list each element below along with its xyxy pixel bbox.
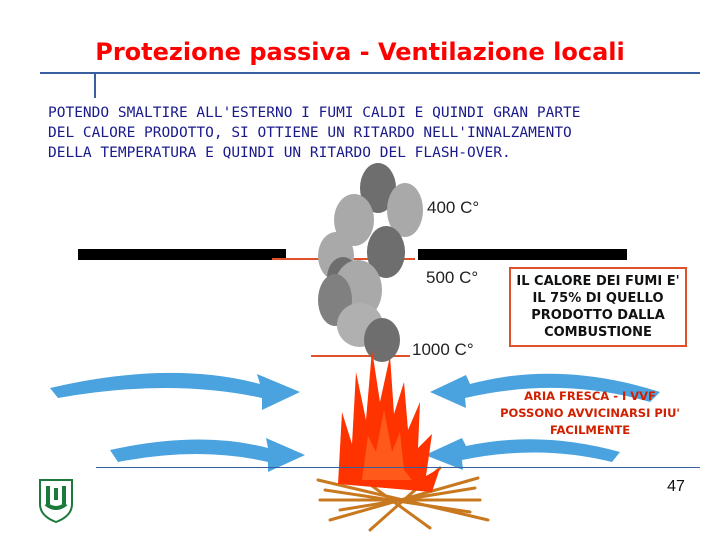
wood-log [338, 486, 477, 512]
smoke-puff [360, 163, 396, 213]
title-vertical-rule [94, 72, 96, 98]
temp-label-500: 500 C° [426, 268, 479, 287]
heat-info-line: PRODOTTO DALLA [531, 308, 665, 323]
fresh-air-line: FACILMENTE [549, 423, 631, 437]
fresh-air-line: ARIA FRESCA - I VVF [524, 389, 656, 403]
footer-rule [96, 467, 700, 468]
heat-info-line: IL CALORE DEI FUMI E' [516, 274, 680, 289]
university-shield-logo [39, 479, 73, 524]
smoke-puff [387, 183, 423, 237]
flame-inner [362, 410, 412, 480]
intro-line: POTENDO SMALTIRE ALL'ESTERNO I FUMI CALD… [48, 105, 581, 121]
title-underline [40, 72, 700, 74]
smoke-puff [334, 194, 374, 246]
air-flow-arrow [425, 438, 620, 470]
ceiling-left [78, 249, 286, 260]
heat-info-box: IL CALORE DEI FUMI E' IL 75% DI QUELLO P… [509, 267, 687, 347]
intro-line: DELLA TEMPERATURA E QUINDI UN RITARDO DE… [48, 145, 511, 161]
air-flow-arrow [430, 373, 660, 408]
temp-label-1000: 1000 C° [412, 340, 474, 359]
temp-label-400: 400 C° [427, 198, 480, 217]
air-flow-arrows [50, 372, 660, 472]
fresh-air-line: POSSONO AVVICINARSI PIU' [500, 406, 680, 420]
air-flow-arrow [50, 372, 300, 410]
slide-title: Protezione passiva - Ventilazione locali [95, 38, 625, 66]
smoke-cloud [318, 163, 423, 362]
heat-info-line: IL 75% DI QUELLO [532, 291, 664, 306]
air-flow-arrow [110, 438, 305, 472]
page-number: 47 [667, 478, 685, 495]
intro-line: DEL CALORE PRODOTTO, SI OTTIENE UN RITAR… [48, 125, 572, 141]
smoke-puff [367, 226, 405, 278]
ceiling-right [418, 249, 627, 260]
intro-text: POTENDO SMALTIRE ALL'ESTERNO I FUMI CALD… [48, 103, 688, 163]
smoke-puff [364, 318, 400, 362]
fresh-air-note: ARIA FRESCA - I VVF POSSONO AVVICINARSI … [480, 388, 700, 439]
fire-icon [338, 350, 440, 492]
heat-info-line: COMBUSTIONE [544, 325, 652, 340]
